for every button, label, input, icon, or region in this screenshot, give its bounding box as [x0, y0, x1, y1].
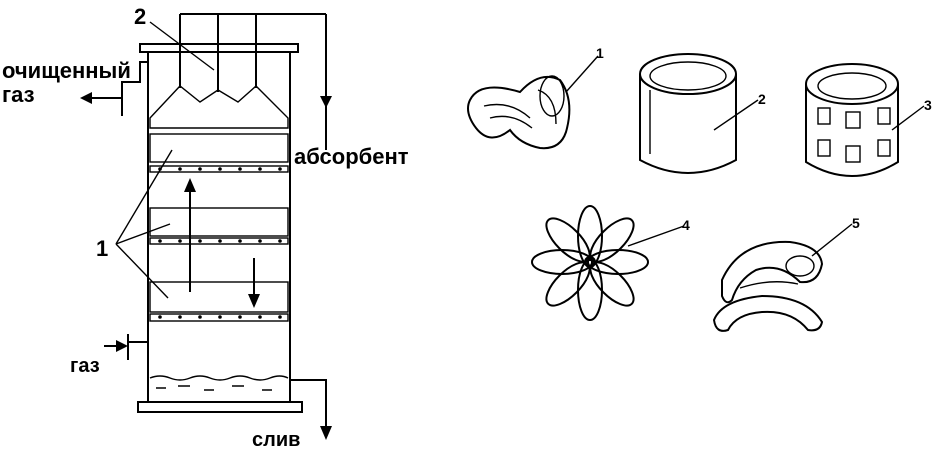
- label-cleaned-gas-2: газ: [2, 82, 35, 107]
- label-absorbent: абсорбент: [294, 144, 409, 169]
- packing-label-5: 5: [852, 215, 860, 231]
- spray-mounds: [150, 86, 288, 128]
- liquid-pool: [150, 376, 288, 390]
- packing-2-raschig-ring: 2: [640, 54, 766, 173]
- absorber-column: очищенный газ абсорбент газ слив 1 2: [2, 4, 409, 451]
- label-drain: слив: [252, 429, 300, 451]
- bottom-flange: [138, 402, 302, 412]
- callout-2-line: [150, 22, 214, 70]
- label-number-2: 2: [134, 4, 146, 29]
- packing-3-pall-ring: 3: [806, 64, 932, 176]
- label-gas: газ: [70, 355, 100, 377]
- packing-label-4: 4: [682, 217, 690, 233]
- packing-1-saddle: 1: [468, 45, 604, 148]
- packing-bed-2: [150, 208, 288, 236]
- packing-label-3: 3: [924, 97, 932, 113]
- packing-5-berl-saddle: 5: [714, 215, 860, 331]
- gas-inlet: [104, 334, 148, 360]
- absorbent-arrow: [320, 96, 332, 108]
- label-cleaned-gas: очищенный: [2, 58, 131, 83]
- packing-bed-3: [150, 282, 288, 312]
- packing-4-tellerette: 4: [532, 206, 690, 320]
- packing-label-1: 1: [596, 45, 604, 61]
- support-grid-dots: [158, 167, 282, 319]
- packing-label-2: 2: [758, 91, 766, 107]
- absorbent-distributor: [180, 14, 332, 150]
- label-number-1: 1: [96, 236, 108, 261]
- packing-elements: 1 2 3: [468, 45, 932, 331]
- packing-bed-1: [150, 134, 288, 162]
